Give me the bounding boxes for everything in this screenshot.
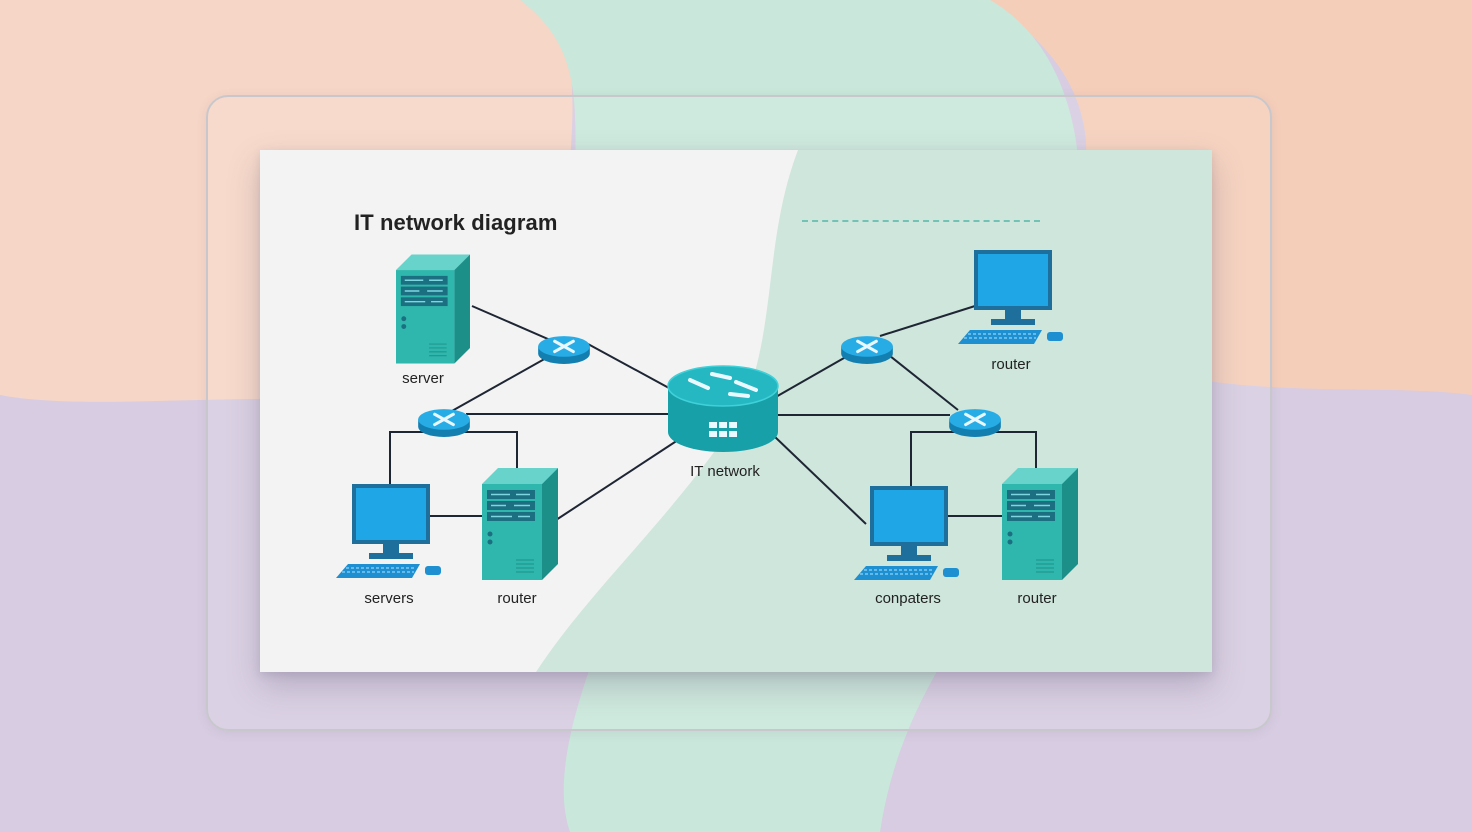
router-icon (417, 407, 471, 438)
label-top-left-server: server (402, 370, 444, 387)
router-icon (840, 334, 894, 365)
label-bottom-right-computer: conpaters (875, 590, 941, 607)
server-tower-icon (1002, 468, 1078, 580)
server-tower-icon (482, 468, 558, 580)
label-bottom-right-tower: router (1017, 590, 1057, 607)
network-hub-icon (667, 365, 779, 452)
router-icon (948, 407, 1002, 438)
mint-panel (536, 150, 1212, 672)
label-top-right-computer: router (991, 356, 1031, 373)
server-tower-icon (396, 254, 470, 364)
network-diagram (336, 150, 1212, 672)
label-bottom-left-computer: servers (364, 590, 414, 607)
computer-icon (336, 484, 442, 579)
diagram-card: IT network diagram server IT network ser… (260, 150, 1212, 672)
network-links (389, 305, 1037, 525)
label-bottom-left-tower: router (497, 590, 537, 607)
label-hub: IT network (690, 463, 760, 480)
diagram-title: IT network diagram (354, 210, 558, 235)
dashed-divider (802, 220, 1040, 222)
router-icon (537, 334, 591, 365)
